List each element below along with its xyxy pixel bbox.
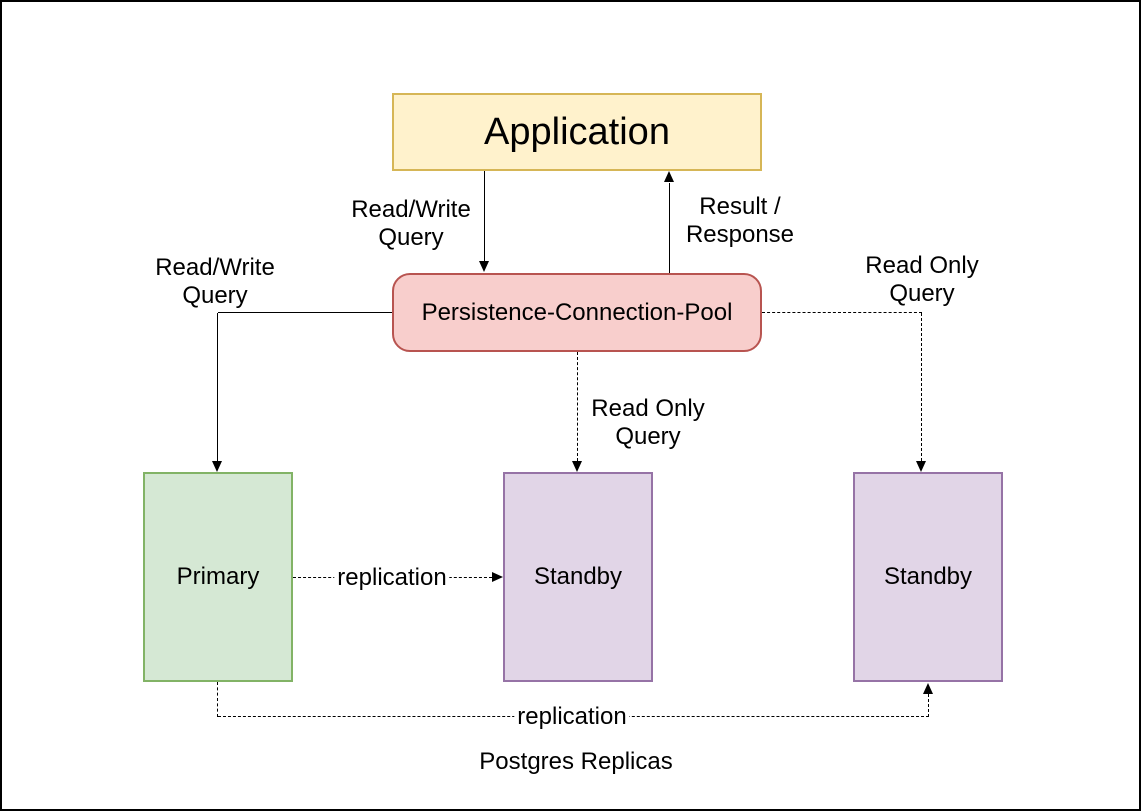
label-read-only-query-right: Read Only Query (862, 252, 982, 308)
node-standby-right: Standby (853, 472, 1003, 682)
node-primary: Primary (143, 472, 293, 682)
node-application-label: Application (484, 111, 670, 153)
arrowhead-down-icon (212, 461, 222, 472)
edge-pool-to-primary-horizontal (218, 312, 392, 313)
edge-pool-to-primary-vertical (217, 313, 218, 461)
edge-pool-to-application (669, 183, 670, 273)
edge-pool-to-standby-right-horizontal (762, 312, 922, 313)
node-application: Application (392, 93, 762, 171)
label-result-response: Result / Response (682, 193, 798, 249)
node-persistence-connection-pool: Persistence-Connection-Pool (392, 273, 762, 352)
node-primary-label: Primary (176, 563, 260, 590)
label-read-write-query-left: Read/Write Query (152, 254, 278, 310)
node-standby-right-label: Standby (883, 563, 973, 590)
node-pool-label: Persistence-Connection-Pool (421, 298, 733, 326)
edge-pool-to-standby-middle (577, 352, 578, 461)
edge-primary-to-standby-right-drop (217, 682, 218, 717)
arrowhead-down-icon (479, 261, 489, 272)
arrowhead-up-icon (923, 683, 933, 694)
node-standby-middle: Standby (503, 472, 653, 682)
label-replication-bottom: replication (514, 703, 630, 731)
arrowhead-down-icon (916, 461, 926, 472)
arrowhead-right-icon (492, 572, 503, 582)
edge-application-to-pool (484, 171, 485, 261)
arrowhead-up-icon (664, 171, 674, 182)
node-standby-middle-label: Standby (533, 563, 623, 590)
diagram-caption: Postgres Replicas (479, 748, 673, 775)
edge-primary-to-standby-right-rise (928, 694, 929, 717)
edge-pool-to-standby-right-vertical (921, 313, 922, 461)
arrowhead-down-icon (572, 461, 582, 472)
label-read-write-query-top: Read/Write Query (348, 196, 474, 252)
label-read-only-query-middle: Read Only Query (588, 395, 708, 451)
label-replication-middle: replication (334, 564, 450, 592)
